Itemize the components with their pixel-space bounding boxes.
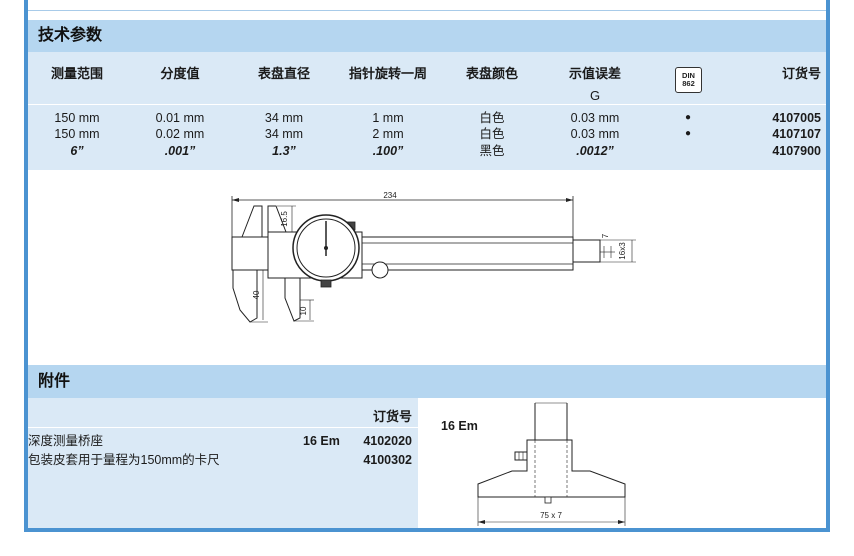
rod-thickness-label: 7 — [601, 233, 610, 238]
accessories-divider — [28, 427, 418, 428]
upper-jaw-depth-label: 16.5 — [280, 211, 289, 227]
col-order-no: 订货号 — [781, 66, 821, 81]
caliper-drawing: 234 16x3 7 16.5 40 10 — [231, 191, 636, 323]
cell-per-revolution: 2 mm — [372, 127, 404, 141]
accessories-title: 附件 — [38, 373, 71, 390]
depth-base-drawing: 75 x 7 — [477, 402, 626, 526]
cell-error: .0012” — [576, 144, 614, 158]
table-row: 6” .001” 1.3” .100” 黑色 .0012” 4107900 — [28, 143, 826, 159]
cell-din-bullet: ● — [684, 112, 692, 123]
col-division: 分度值 — [160, 66, 200, 81]
accessories-table: 订货号 深度测量桥座 16 Em 4102020 包装皮套用于量程为150mm的… — [28, 398, 418, 528]
cell-error: 0.03 mm — [570, 111, 620, 125]
col-dial-diameter: 表盘直径 — [257, 66, 310, 81]
col-error: 示值误差 — [568, 66, 621, 81]
cell-dial-color: 白色 — [479, 127, 505, 141]
cell-din-bullet: ● — [684, 128, 692, 139]
accessory-name: 深度测量桥座 — [28, 434, 104, 448]
cell-order-no: 4107107 — [772, 127, 821, 141]
col-per-revolution: 指针旋转一周 — [348, 66, 427, 81]
accessory-order-no: 4100302 — [363, 453, 412, 467]
din-862-badge: DIN 862 — [675, 67, 702, 93]
technical-data-header: 技术参数 — [28, 20, 826, 52]
cell-order-no: 4107900 — [772, 144, 821, 158]
din-badge-line1: DIN — [682, 71, 695, 80]
cell-error: 0.03 mm — [570, 127, 620, 141]
moving-upper-jaw — [267, 205, 287, 233]
fixed-upper-jaw — [241, 205, 263, 238]
base-arrow-left — [478, 520, 485, 524]
accessory-model: 16 Em — [303, 434, 340, 448]
col-range: 测量范围 — [50, 66, 103, 81]
length-arrow-right — [566, 198, 573, 202]
moving-lower-jaw — [284, 277, 301, 322]
spec-column-headers: 测量范围 分度值 表盘直径 指针旋转一周 表盘颜色 示值误差 G DIN 862… — [28, 52, 826, 104]
cell-division: .001” — [164, 144, 196, 158]
length-label: 234 — [383, 191, 397, 200]
accessory-order-no: 4102020 — [363, 434, 412, 448]
cell-dial-color: 黑色 — [479, 144, 505, 158]
catalog-frame: 技术参数 测量范围 分度值 表盘直径 指针旋转一周 表盘颜色 示值误差 G DI… — [24, 0, 830, 532]
base-dimension-label: 75 x 7 — [540, 511, 562, 520]
accessories-order-no-header: 订货号 — [372, 409, 412, 424]
rod-tip — [544, 496, 552, 504]
depth-base-panel: 16 Em 75 x 7 — [420, 398, 826, 528]
length-arrow-left — [232, 198, 239, 202]
cell-range: 150 mm — [54, 127, 100, 141]
technical-data-title: 技术参数 — [38, 27, 103, 44]
depth-base-body — [477, 439, 626, 498]
cell-dial-color: 白色 — [479, 111, 505, 125]
accessory-name: 包装皮套用于量程为150mm的卡尺 — [28, 453, 220, 467]
table-row: 150 mm 0.02 mm 34 mm 2 mm 白色 0.03 mm ● 4… — [28, 126, 826, 142]
depth-base-model-label: 16 Em — [441, 419, 478, 433]
cell-range: 150 mm — [54, 111, 100, 125]
cell-division: 0.02 mm — [155, 127, 205, 141]
dial-center — [324, 246, 328, 250]
cell-dial-diameter: 1.3” — [272, 144, 296, 158]
cell-division: 0.01 mm — [155, 111, 205, 125]
table-row: 150 mm 0.01 mm 34 mm 1 mm 白色 0.03 mm ● 4… — [28, 110, 826, 126]
spec-data-rows: 150 mm 0.01 mm 34 mm 1 mm 白色 0.03 mm ● 4… — [28, 105, 826, 170]
accessories-header: 附件 — [28, 365, 826, 398]
cell-order-no: 4107005 — [772, 111, 821, 125]
col-error-symbol: G — [589, 88, 601, 103]
din-badge-line2: 862 — [682, 79, 695, 88]
thumb-roller — [371, 261, 389, 279]
cell-per-revolution: 1 mm — [372, 111, 404, 125]
bottom-screw — [320, 279, 332, 288]
lower-jaw-depth-label: 40 — [252, 290, 261, 299]
cell-range: 6” — [70, 144, 84, 158]
depth-rod — [572, 239, 601, 263]
cell-per-revolution: .100” — [372, 144, 404, 158]
cell-dial-diameter: 34 mm — [264, 127, 304, 141]
col-dial-color: 表盘颜色 — [465, 66, 518, 81]
base-arrow-right — [618, 520, 625, 524]
previous-section-end — [28, 0, 826, 11]
rod-section-label: 16x3 — [618, 242, 627, 260]
cell-dial-diameter: 34 mm — [264, 111, 304, 125]
clamp-screw — [514, 451, 528, 461]
jaw-tip-label: 10 — [299, 306, 308, 315]
